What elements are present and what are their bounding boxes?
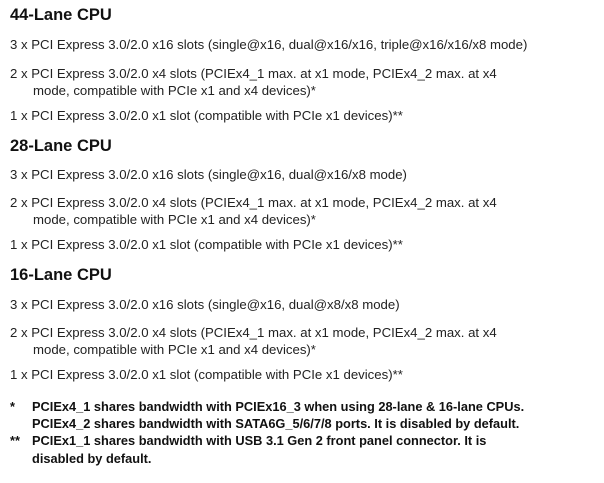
section-heading-16-lane: 16-Lane CPU xyxy=(10,266,112,284)
spec-line-x16-slots: 3 x PCI Express 3.0/2.0 x16 slots (singl… xyxy=(10,297,400,312)
spec-line-x16-slots: 3 x PCI Express 3.0/2.0 x16 slots (singl… xyxy=(10,167,407,182)
section-heading-44-lane: 44-Lane CPU xyxy=(10,6,112,24)
footnote-text: PCIEx4_2 shares bandwidth with SATA6G_5/… xyxy=(32,416,520,431)
footnote-text: disabled by default. xyxy=(32,451,152,466)
footnote-text: PCIEx1_1 shares bandwidth with USB 3.1 G… xyxy=(32,433,487,448)
section-heading-28-lane: 28-Lane CPU xyxy=(10,137,112,155)
footnote-text: PCIEx4_1 shares bandwidth with PCIEx16_3… xyxy=(32,399,525,414)
spec-line-x1-slot: 1 x PCI Express 3.0/2.0 x1 slot (compati… xyxy=(10,108,403,123)
footnote-marker-single: * xyxy=(10,399,15,414)
spec-line-x4-slots-cont: mode, compatible with PCIe x1 and x4 dev… xyxy=(33,83,316,98)
spec-line-x16-slots: 3 x PCI Express 3.0/2.0 x16 slots (singl… xyxy=(10,37,528,52)
spec-line-x1-slot: 1 x PCI Express 3.0/2.0 x1 slot (compati… xyxy=(10,367,403,382)
spec-line-x4-slots-cont: mode, compatible with PCIe x1 and x4 dev… xyxy=(33,342,316,357)
spec-line-x4-slots-cont: mode, compatible with PCIe x1 and x4 dev… xyxy=(33,212,316,227)
spec-line-x1-slot: 1 x PCI Express 3.0/2.0 x1 slot (compati… xyxy=(10,237,403,252)
spec-line-x4-slots: 2 x PCI Express 3.0/2.0 x4 slots (PCIEx4… xyxy=(10,195,497,210)
footnote-marker-double: ** xyxy=(10,433,20,448)
spec-line-x4-slots: 2 x PCI Express 3.0/2.0 x4 slots (PCIEx4… xyxy=(10,66,497,81)
spec-line-x4-slots: 2 x PCI Express 3.0/2.0 x4 slots (PCIEx4… xyxy=(10,325,497,340)
